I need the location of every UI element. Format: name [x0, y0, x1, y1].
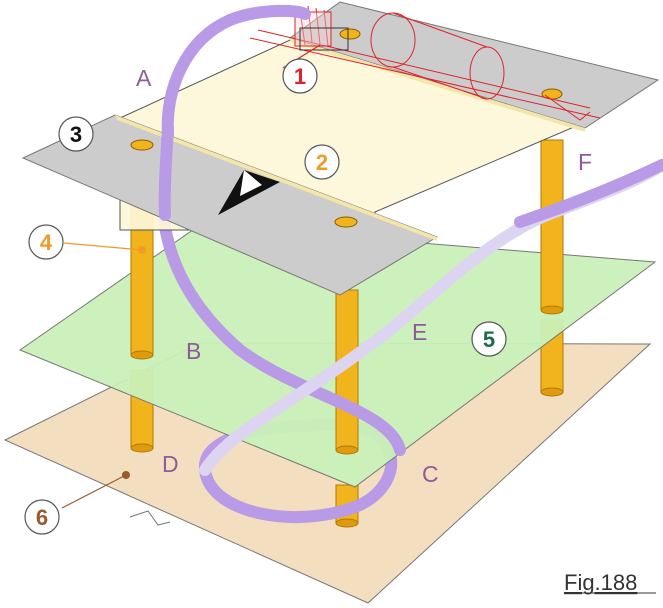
red-connector-component	[249, 5, 601, 121]
base-board-notch	[129, 510, 171, 526]
mount-hole-front-left	[130, 139, 154, 151]
label-f: F	[578, 149, 592, 175]
callout-5: 5	[471, 321, 507, 357]
cable-f-end	[514, 159, 663, 228]
label-e: E	[412, 319, 427, 345]
callout-1: 1	[282, 58, 318, 94]
standoff-back-right-mid	[540, 139, 564, 311]
label-b: B	[186, 338, 201, 364]
leader-4	[63, 242, 143, 251]
label-a: A	[136, 65, 152, 91]
svg-text:6: 6	[36, 505, 48, 530]
top-board-slot	[299, 27, 349, 51]
mount-hole-front-right	[334, 216, 358, 228]
callout-6: 6	[24, 499, 60, 535]
metal-plate-back-edge	[290, 38, 585, 132]
svg-text:2: 2	[316, 150, 328, 175]
svg-text:5: 5	[483, 327, 495, 352]
mount-hole-back-left	[339, 28, 361, 40]
metal-plate-front-edge	[115, 115, 437, 241]
figure-caption: Fig.188	[564, 570, 637, 595]
direction-arrow	[218, 170, 280, 215]
svg-text:1: 1	[294, 64, 306, 89]
svg-text:4: 4	[40, 230, 53, 255]
leader-6	[61, 474, 127, 509]
callout-2: 2	[304, 144, 340, 180]
callout-3: 3	[58, 116, 94, 152]
svg-text:3: 3	[70, 122, 82, 147]
cable-front-pass	[158, 122, 174, 221]
label-c: C	[422, 461, 439, 487]
cable-top-loop	[161, 4, 311, 141]
callout-4: 4	[28, 224, 64, 260]
label-d: D	[162, 451, 179, 477]
